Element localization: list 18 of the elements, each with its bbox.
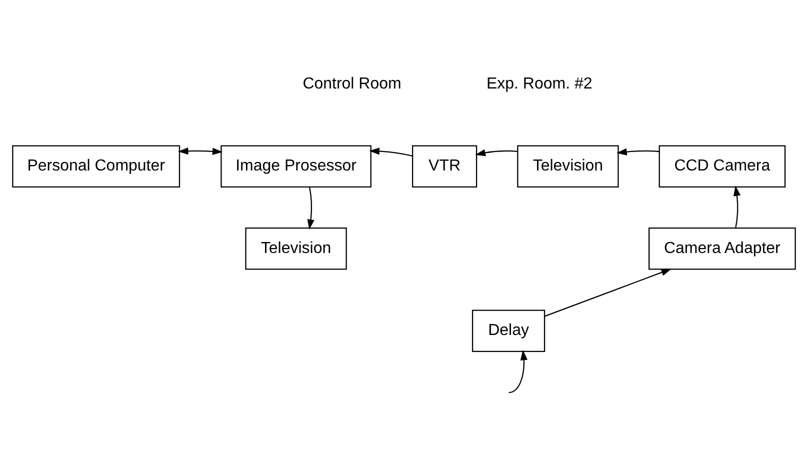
arrow bbox=[369, 147, 412, 156]
node-box: Delay bbox=[472, 309, 546, 352]
node-box: Camera Adapter bbox=[648, 227, 796, 270]
node-box: Television bbox=[517, 144, 619, 188]
label: Exp. Room. #2 bbox=[486, 74, 592, 92]
arrow bbox=[508, 349, 528, 393]
arrow bbox=[544, 268, 672, 316]
node-box: Personal Computer bbox=[12, 144, 180, 188]
node-box: VTR bbox=[412, 144, 478, 188]
arrow bbox=[475, 148, 518, 156]
node-box: Image Prosessor bbox=[220, 144, 372, 188]
arrow bbox=[733, 185, 741, 228]
node-box: CCD Camera bbox=[658, 144, 786, 188]
arrow bbox=[307, 186, 314, 230]
label: Control Room bbox=[302, 74, 402, 92]
arrow bbox=[178, 146, 223, 154]
arrow bbox=[616, 148, 660, 155]
node-box: Television bbox=[245, 227, 347, 270]
